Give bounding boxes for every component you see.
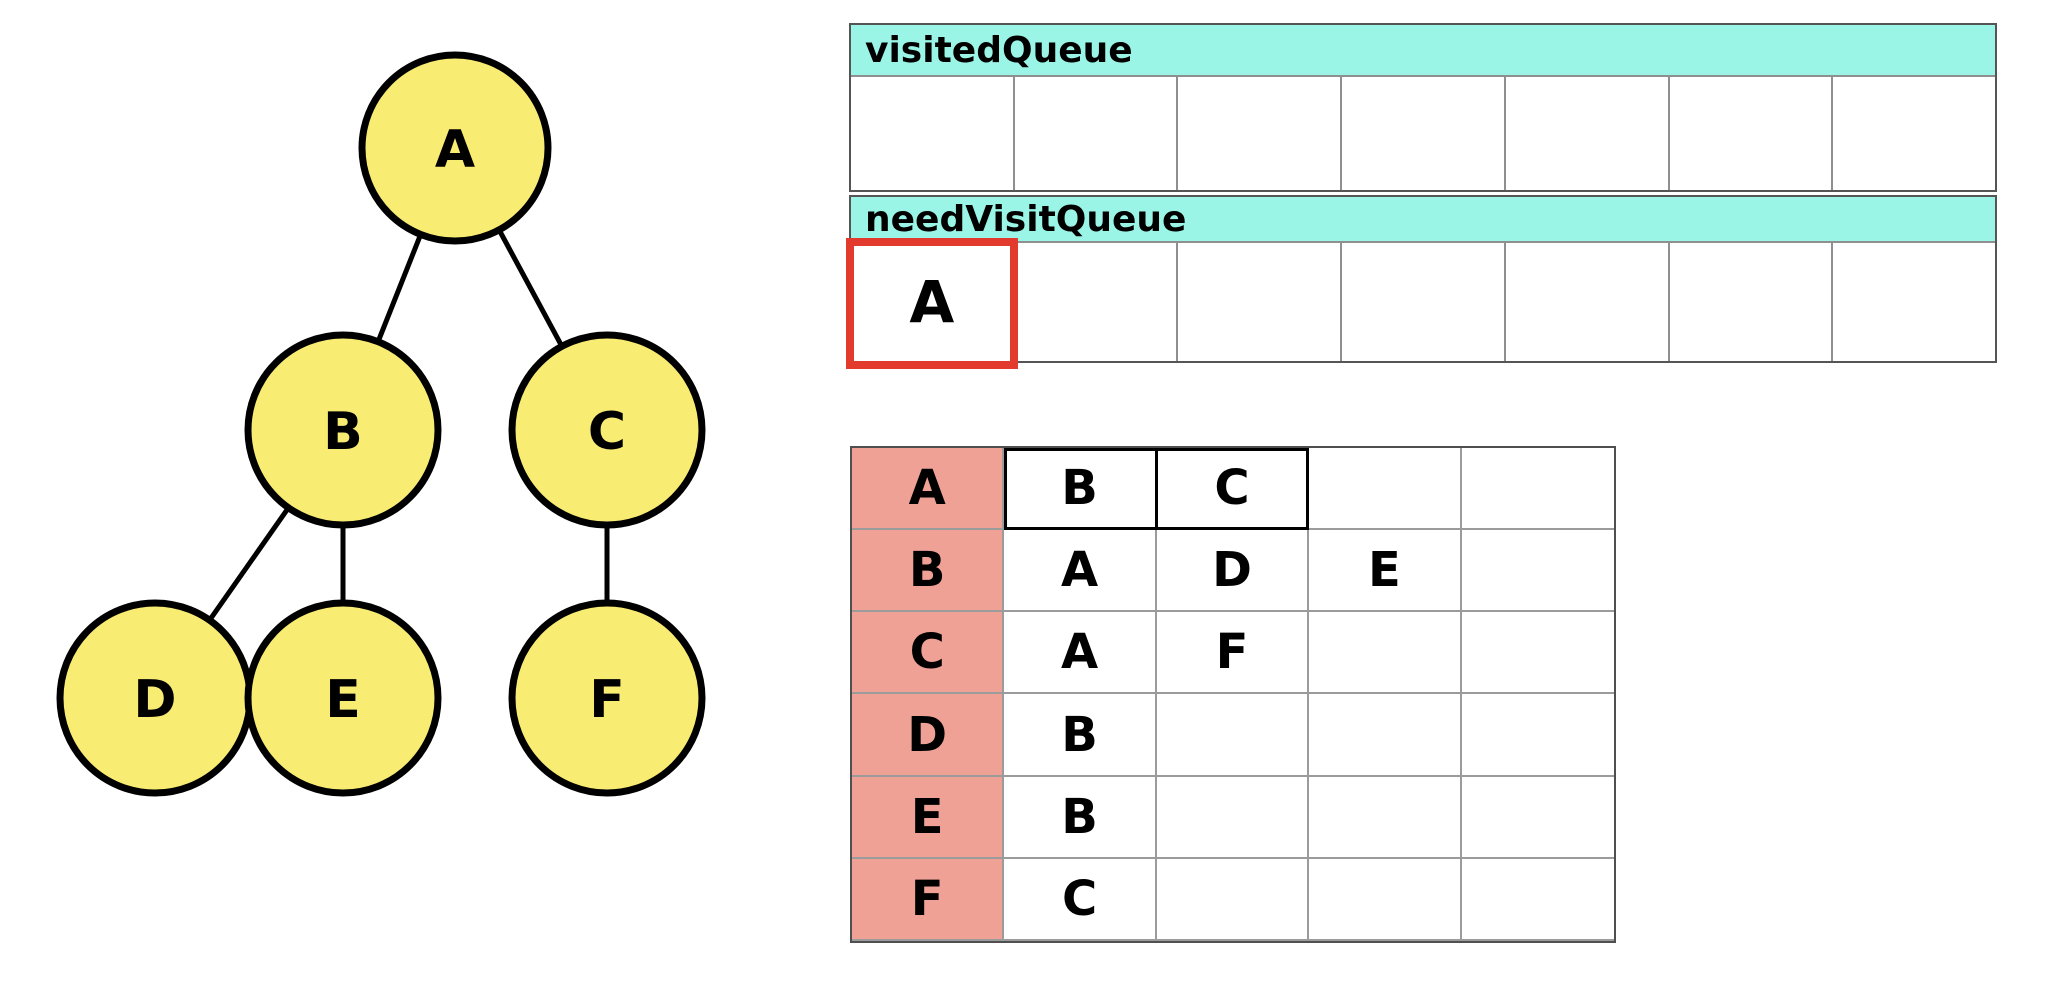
tree-node-b: B	[244, 331, 442, 529]
tree-node-d: D	[56, 599, 254, 797]
need-visit-queue-cell-1	[1015, 243, 1179, 361]
adjacency-cell-c-3	[1462, 612, 1614, 692]
visited-queue-cell-1	[1015, 77, 1179, 190]
need-visit-queue-table: needVisitQueue A	[846, 195, 1997, 369]
adjacency-row-c: C A F	[852, 612, 1614, 695]
adjacency-row-b: B A D E	[852, 530, 1614, 613]
node-circle-c	[508, 331, 706, 529]
adjacency-row-e-label: E	[852, 776, 1005, 857]
adjacency-row-f: F C	[852, 858, 1614, 941]
adjacency-cell-c-0: A	[1004, 612, 1157, 693]
visited-queue-cell-6	[1833, 77, 1995, 190]
node-label-c: C	[588, 402, 626, 462]
adjacency-row-f-label: F	[852, 858, 1005, 939]
need-visit-queue-cell-3	[1342, 243, 1506, 361]
node-label-b: B	[323, 402, 363, 462]
tree-node-e: E	[244, 599, 442, 797]
visited-queue-row	[851, 77, 1995, 190]
adjacency-row-a: A B C	[852, 448, 1614, 531]
need-visit-queue-cell-0-value: A	[909, 268, 955, 336]
adjacency-row-b-label: B	[852, 530, 1005, 611]
need-visit-queue-row: A	[846, 238, 1995, 369]
visited-queue-cell-0	[851, 77, 1015, 190]
need-visit-queue-cell-2	[1178, 243, 1343, 361]
node-circle-a	[358, 51, 552, 245]
visited-queue-title: visitedQueue	[851, 25, 1995, 77]
node-label-f: F	[589, 670, 625, 730]
adjacency-cell-e-3	[1462, 777, 1614, 857]
adjacency-cell-a-0: B	[1004, 448, 1157, 529]
node-circle-f	[508, 599, 706, 797]
visited-queue-table: visitedQueue	[849, 23, 1997, 192]
tree-node-c: C	[508, 331, 706, 529]
adjacency-cell-d-0: B	[1004, 694, 1157, 775]
node-circle-e	[244, 599, 442, 797]
adjacency-cell-f-1	[1157, 858, 1310, 939]
adjacency-cell-d-2	[1309, 694, 1462, 775]
node-circle-b	[244, 331, 442, 529]
adjacency-cell-f-3	[1462, 859, 1614, 939]
adjacency-cell-a-3	[1462, 448, 1614, 528]
tree-node-a: A	[358, 51, 552, 245]
need-visit-queue-cell-5	[1670, 243, 1834, 361]
adjacency-cell-b-0: A	[1004, 530, 1157, 611]
need-visit-queue-cell-4	[1506, 243, 1670, 361]
adjacency-row-d-label: D	[852, 694, 1005, 775]
adjacency-row-c-label: C	[852, 612, 1005, 693]
adjacency-cell-b-1: D	[1157, 530, 1310, 611]
visited-queue-cell-2	[1178, 77, 1343, 190]
adjacency-cell-e-2	[1309, 776, 1462, 857]
adjacency-row-a-label: A	[852, 448, 1005, 529]
adjacency-cell-a-2	[1309, 448, 1462, 529]
node-label-d: D	[133, 670, 176, 730]
adjacency-cell-d-3	[1462, 694, 1614, 774]
adjacency-row-d: D B	[852, 694, 1614, 777]
adjacency-cell-c-2	[1309, 612, 1462, 693]
need-visit-queue-cell-6	[1833, 243, 1995, 361]
visited-queue-cell-3	[1342, 77, 1506, 190]
adjacency-row-e: E B	[852, 776, 1614, 859]
need-visit-queue-cell-0: A	[846, 238, 1018, 369]
visited-queue-cell-5	[1670, 77, 1834, 190]
adjacency-cell-f-2	[1309, 858, 1462, 939]
adjacency-cell-f-0: C	[1004, 858, 1157, 939]
adjacency-cell-d-1	[1157, 694, 1310, 775]
visited-queue-cell-4	[1506, 77, 1670, 190]
adjacency-cell-e-0: B	[1004, 776, 1157, 857]
adjacency-list-table: A B C B A D E C A F D B E	[850, 446, 1616, 943]
tree-node-f: F	[508, 599, 706, 797]
need-visit-queue-title: needVisitQueue	[851, 197, 1995, 243]
adjacency-cell-a-1: C	[1157, 448, 1310, 529]
adjacency-cell-e-1	[1157, 776, 1310, 857]
node-label-a: A	[435, 120, 475, 180]
adjacency-cell-b-2: E	[1309, 530, 1462, 611]
adjacency-cell-c-1: F	[1157, 612, 1310, 693]
adjacency-cell-b-3	[1462, 530, 1614, 610]
node-label-e: E	[325, 670, 361, 730]
graph-tree: A B C D E F	[56, 51, 706, 797]
